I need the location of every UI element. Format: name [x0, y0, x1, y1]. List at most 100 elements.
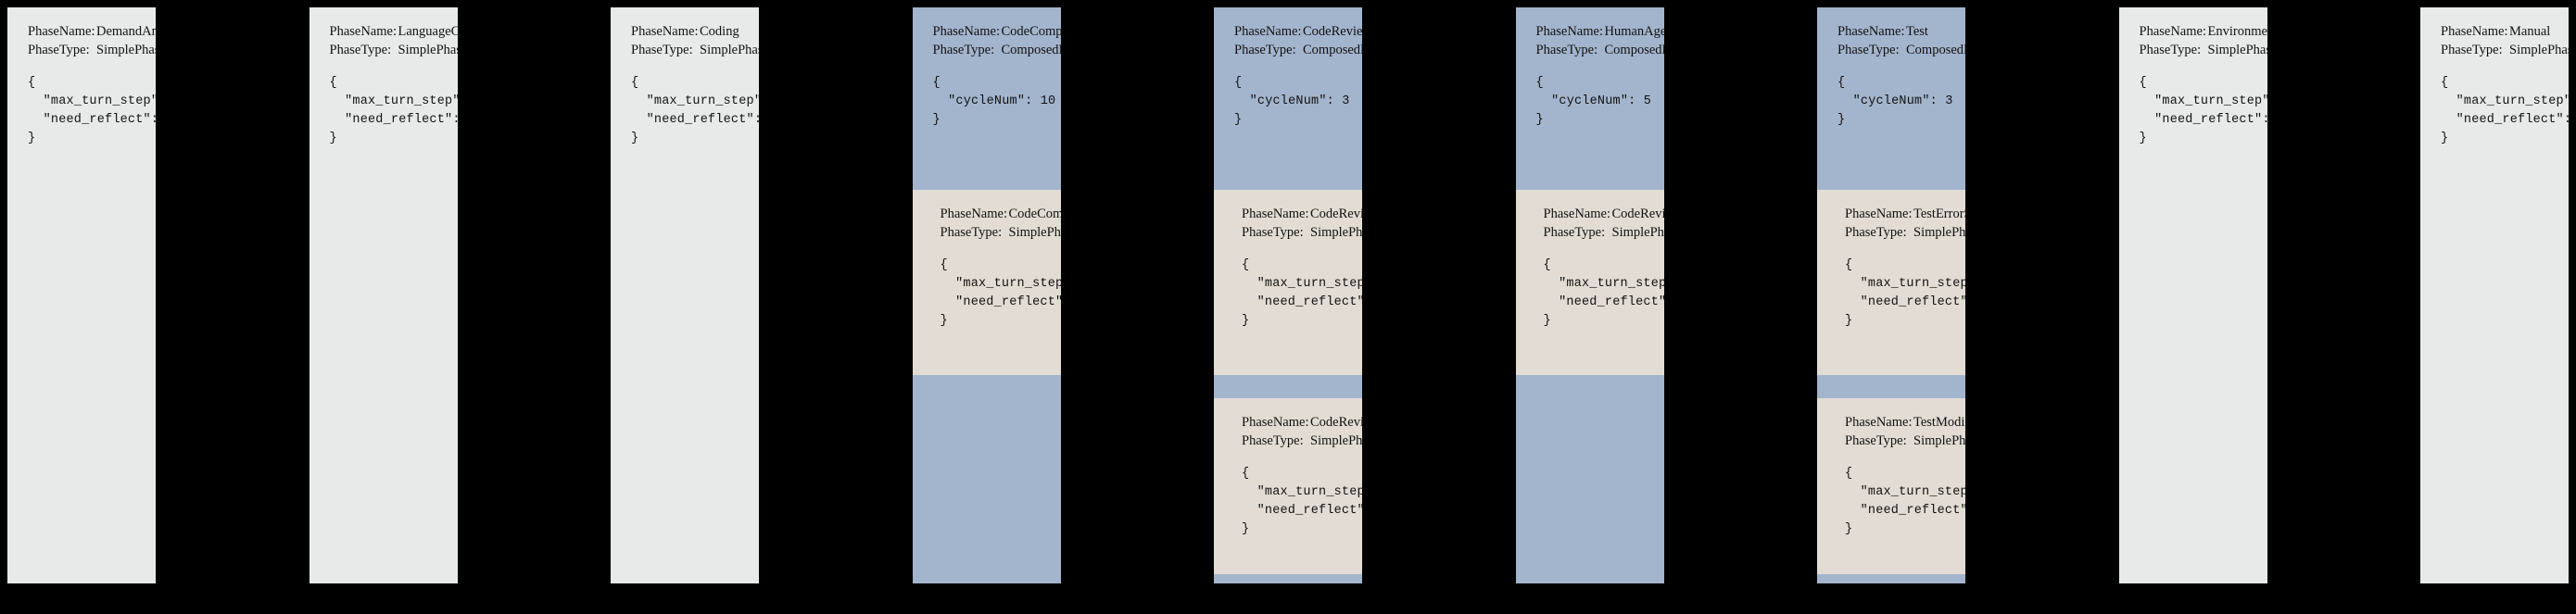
phase-name-value: CodeReviewHuman [1611, 207, 1664, 221]
phase-type-label: PhaseType: [932, 43, 995, 57]
simple-phase-card-LanguageChoose[interactable]: PhaseName:LanguageChoosePhaseType:Simple… [309, 7, 458, 583]
phase-type-label: PhaseType: [631, 43, 693, 57]
phase-type-value: ComposedPhase [1001, 43, 1061, 57]
phase-card-content: PhaseName:CodeCompletePhaseType:SimplePh… [913, 190, 1061, 331]
column-separator [457, 7, 611, 583]
phase-type-label: PhaseType: [1535, 43, 1598, 57]
sub-phase-card-TestModification[interactable]: PhaseName:TestModificationPhaseType:Simp… [1817, 398, 1965, 574]
phase-type-value: SimplePhase [96, 43, 156, 57]
phase-type-value: SimplePhase [1913, 225, 1965, 240]
phase-name-label: PhaseName: [932, 24, 1000, 39]
phase-name-label: PhaseName: [2441, 24, 2508, 39]
column-separator [2267, 7, 2420, 583]
phase-name-label: PhaseName: [1535, 24, 1603, 39]
phase-column-environment-doc[interactable]: PhaseName:EnvironmentDocPhaseType:Simple… [2118, 7, 2267, 583]
column-separator [1965, 7, 2119, 583]
phase-config-json: { "max_turn_step": 1, "need_reflect": "F… [1242, 467, 1362, 536]
phase-column-human-agent-interaction[interactable]: PhaseName:HumanAgentInteractionPhaseType… [1515, 7, 1664, 583]
phase-type-row: PhaseType:SimplePhase [1544, 223, 1664, 242]
phase-type-label: PhaseType: [1845, 225, 1907, 240]
phase-name-label: PhaseName: [28, 24, 95, 39]
phase-column-demand-analysis[interactable]: PhaseName:DemandAnalysisPhaseType: Simple… [7, 7, 156, 583]
phase-type-label: PhaseType: [2139, 43, 2202, 57]
phase-column-code-review[interactable]: PhaseName:CodeReviewPhaseType:ComposedPh… [1214, 7, 1362, 583]
sub-phase-card-CodeReviewModification[interactable]: PhaseName:CodeReviewModificationPhaseTyp… [1214, 398, 1362, 574]
board-right-margin [2569, 7, 2576, 583]
phase-type-row: PhaseType: SimplePhase [631, 41, 759, 59]
phase-name-value: Coding [700, 24, 739, 39]
simple-phase-card-DemandAnalysis[interactable]: PhaseName:DemandAnalysisPhaseType: Simple… [7, 7, 156, 583]
phase-type-row: PhaseType:SimplePhase [2441, 41, 2569, 59]
phase-name-value: Test [1906, 24, 1928, 39]
phase-type-value: SimplePhase [1310, 225, 1362, 240]
column-separator [1663, 7, 1817, 583]
phase-column-language-choose[interactable]: PhaseName:LanguageChoosePhaseType:Simple… [309, 7, 458, 583]
phase-type-value: SimplePhase [700, 43, 759, 57]
phase-type-label: PhaseType: [1242, 433, 1304, 448]
composed-phase-body-fill [1214, 375, 1362, 398]
phase-type-label: PhaseType: [1242, 225, 1304, 240]
phase-name-row: PhaseName:CodeComplete [941, 205, 1061, 223]
phase-type-row: PhaseType:ComposedPhase [1536, 41, 1664, 59]
phase-type-label: PhaseType: [28, 43, 90, 57]
phase-type-row: PhaseType: SimplePhase [1242, 432, 1362, 450]
phase-config-json: { "max_turn_step": 1, "need_reflect": "F… [1543, 258, 1664, 328]
phase-type-row: PhaseType:SimplePhase [2140, 41, 2267, 59]
composed-phase-body-fill [912, 375, 1061, 583]
composed-phase-card-CodeCompleteAll[interactable]: PhaseName:CodeCompleteAllPhaseType:Compo… [912, 7, 1061, 190]
phase-config-json: { "cycleNum": 3 } [1837, 76, 1953, 127]
phase-column-code-complete-all[interactable]: PhaseName:CodeCompleteAllPhaseType:Compo… [912, 7, 1061, 583]
phase-name-label: PhaseName: [1837, 24, 1905, 39]
phase-type-row: PhaseType: SimplePhase [1845, 223, 1965, 242]
phase-name-value: CodeReviewComment [1310, 207, 1362, 221]
simple-phase-card-EnvironmentDoc[interactable]: PhaseName:EnvironmentDocPhaseType:Simple… [2118, 7, 2267, 583]
composed-phase-body-fill [1817, 375, 1965, 398]
phase-name-row: PhaseName:HumanAgentInteraction [1536, 22, 1664, 41]
phase-type-label: PhaseType: [1837, 43, 1900, 57]
composed-phase-card-CodeReview[interactable]: PhaseName:CodeReviewPhaseType:ComposedPh… [1214, 7, 1362, 190]
phase-name-label: PhaseName: [1234, 24, 1302, 39]
phase-name-label: PhaseName: [1242, 415, 1309, 430]
phase-config-json: { "max_turn_step": 1, "need_reflect": "F… [631, 76, 759, 145]
phase-name-label: PhaseName: [329, 24, 397, 39]
phase-type-label: PhaseType: [1845, 433, 1907, 448]
phase-name-value: DemandAnalysis [96, 24, 156, 39]
phase-card-content: PhaseName:CodeReviewCommentPhaseType: Sim… [1214, 190, 1362, 331]
phase-type-label: PhaseType: [2441, 43, 2503, 57]
phase-name-label: PhaseName: [1845, 207, 1913, 221]
phase-name-label: PhaseName: [1242, 207, 1309, 221]
phase-card-content: PhaseName:CodeReviewModificationPhaseTyp… [1214, 398, 1362, 539]
phase-type-row: PhaseType:SimplePhase [941, 223, 1061, 242]
phase-type-row: PhaseType:ComposedPhase [1234, 41, 1362, 59]
phase-type-value: ComposedPhase [1303, 43, 1362, 57]
sub-phase-card-CodeReviewComment[interactable]: PhaseName:CodeReviewCommentPhaseType: Sim… [1214, 190, 1362, 375]
phase-config-json: { "max_turn_step": -1, "need_reflect": "… [329, 76, 458, 145]
phase-type-row: PhaseType: ComposedPhase [933, 41, 1061, 59]
phase-name-row: PhaseName:Test [1837, 22, 1965, 41]
phase-type-value: SimplePhase [1008, 225, 1061, 240]
phase-type-label: PhaseType: [329, 43, 392, 57]
composed-phase-card-HumanAgentInteraction[interactable]: PhaseName:HumanAgentInteractionPhaseType… [1515, 7, 1664, 190]
phase-type-value: SimplePhase [1913, 433, 1965, 448]
sub-phase-card-CodeComplete[interactable]: PhaseName:CodeCompletePhaseType:SimplePh… [912, 190, 1061, 375]
phase-config-json: { "max_turn_step": 1, "need_reflect": "T… [2139, 76, 2267, 145]
phase-name-row: PhaseName:LanguageChoose [330, 22, 458, 41]
sub-phase-card-TestErrorSummary[interactable]: PhaseName:TestErrorSummaryPhaseType:Simp… [1817, 190, 1965, 375]
phase-card-content: PhaseName:HumanAgentInteractionPhaseType… [1516, 7, 1664, 130]
sub-phase-card-CodeReviewHuman[interactable]: PhaseName:CodeReviewHumanPhaseType:Simpl… [1515, 190, 1664, 375]
phase-card-content: PhaseName:CodeReviewHumanPhaseType:Simpl… [1516, 190, 1664, 331]
phase-type-value: ComposedPhase [1906, 43, 1965, 57]
phase-name-label: PhaseName: [2139, 24, 2206, 39]
phase-type-value: SimplePhase [1310, 433, 1362, 448]
phase-name-row: PhaseName:Manual [2441, 22, 2569, 41]
phase-type-row: PhaseType: SimplePhase [28, 41, 156, 59]
phase-name-row: PhaseName:Coding [631, 22, 759, 41]
phase-name-row: PhaseName:EnvironmentDoc [2140, 22, 2267, 41]
